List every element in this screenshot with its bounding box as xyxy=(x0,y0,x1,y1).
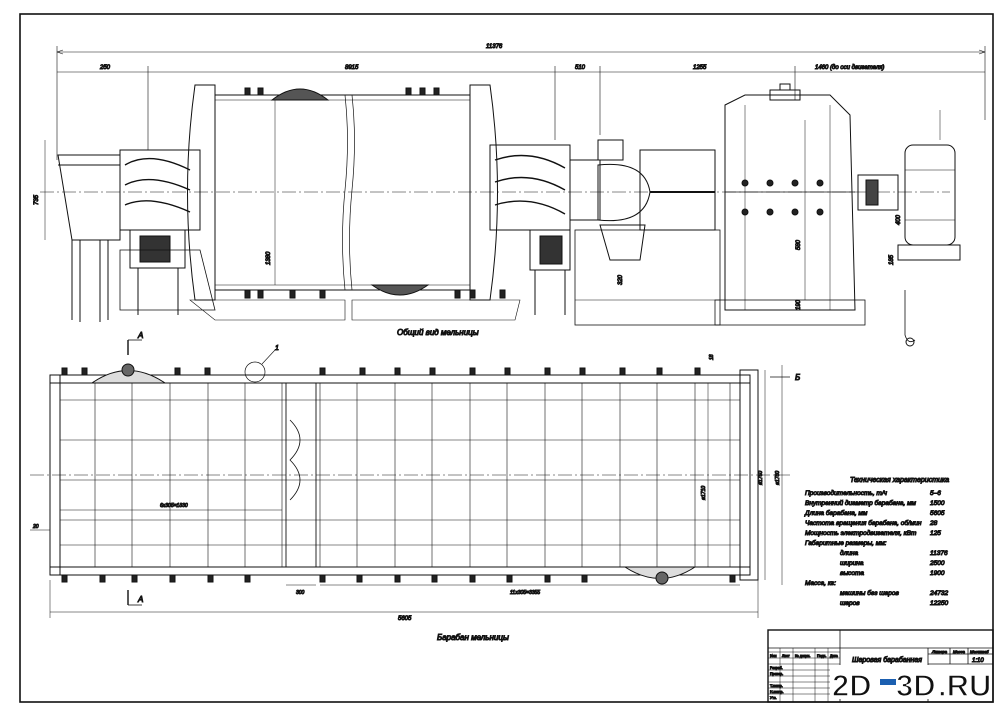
tb-col-doc: № докум. xyxy=(795,654,810,658)
dim-510: 510 xyxy=(575,65,586,71)
spec-value: 5–6 xyxy=(930,490,941,497)
spec-value: 125 xyxy=(930,530,941,537)
spec-value: 28 xyxy=(929,520,938,527)
tb-col-izm: Изм xyxy=(770,654,777,658)
dim-320: 320 xyxy=(618,274,624,285)
spec-label: Частота вращения барабана, об/мин xyxy=(805,519,922,527)
tb-col-list: Лист xyxy=(782,654,790,658)
specs-title: Техническая характеристика xyxy=(850,477,949,484)
tb-col-sign: Подп. xyxy=(817,654,826,658)
spec-value: 5605 xyxy=(930,510,945,517)
tb-col-scale: Масштаб xyxy=(970,649,989,654)
spec-value: 12250 xyxy=(930,600,948,607)
tb-role: Утв. xyxy=(770,696,777,700)
spec-label: Мощность электродвигателя, кВт xyxy=(805,529,917,537)
drum-view: 1 xyxy=(30,339,790,618)
dim-18: 18 xyxy=(709,354,715,360)
tb-role: Н.контр. xyxy=(770,690,783,694)
section-a-bottom: А xyxy=(137,595,143,604)
tb-role: Т.контр. xyxy=(770,684,783,688)
spec-label: длина xyxy=(840,549,858,557)
spec-label: высота xyxy=(840,570,864,577)
spec-label: шаров xyxy=(840,600,860,607)
dim-400: 400 xyxy=(896,214,902,225)
dim-1460: 1460 (до оси двигателя) xyxy=(815,65,884,71)
watermark-2d: 2D xyxy=(832,668,872,703)
dim-1380: 1380 xyxy=(266,251,272,265)
dim-250: 250 xyxy=(99,65,111,71)
dim-ribs-11: 11x305=3355 xyxy=(510,590,540,596)
spec-value: 24732 xyxy=(929,590,948,597)
spec-value: 11376 xyxy=(930,550,948,557)
dim-190: 190 xyxy=(796,299,802,310)
spec-label: машины без шаров xyxy=(840,589,900,597)
watermark-ru: .RU xyxy=(938,668,991,703)
dim-ribs-6: 6x305=1830 xyxy=(160,503,188,509)
dim-1710: ø1710 xyxy=(701,486,707,500)
spec-label: Длина барабана, мм xyxy=(804,509,868,517)
dim-185: 185 xyxy=(889,254,895,265)
dim-8915: 8915 xyxy=(345,65,359,71)
dim-1750: ø1750 xyxy=(758,471,764,485)
tb-role: Провер. xyxy=(770,672,783,676)
dim-580: 580 xyxy=(796,239,802,250)
spec-label: Масса, кг: xyxy=(805,580,836,587)
watermark-logo: 2D 3D .RU xyxy=(830,665,992,704)
spec-value: 1900 xyxy=(930,570,945,577)
top-dimension-lines xyxy=(56,46,986,160)
spec-value: 1500 xyxy=(930,500,945,507)
watermark-3d: 3D xyxy=(896,668,936,703)
spec-label: ширина xyxy=(840,560,864,567)
dim-overall-length: 11376 xyxy=(486,44,503,50)
spec-label: Габаритные размеры, мм: xyxy=(805,539,887,547)
specs-table: Производительность, т/ч 5–6 Внутренний д… xyxy=(804,489,949,608)
spec-label: Производительность, т/ч xyxy=(805,489,888,497)
tb-name-1: Шаровая барабанная xyxy=(852,656,922,664)
dim-20: 20 xyxy=(32,524,39,530)
general-view-caption: Общий вид мельницы xyxy=(397,328,479,337)
spec-label: Внутренний диаметр барабана, мм xyxy=(805,499,917,507)
spec-value: 2500 xyxy=(929,560,945,567)
general-view: 735 1380 xyxy=(34,83,961,347)
drum-view-caption: Барабан мельницы xyxy=(437,633,509,642)
tb-scale: 1:10 xyxy=(972,658,984,664)
dim-1255: 1255 xyxy=(693,65,707,71)
section-a-top: А xyxy=(137,331,143,340)
sheet-frame xyxy=(19,13,994,703)
tb-col-letter: Литера xyxy=(931,649,948,654)
dim-300: 300 xyxy=(296,590,305,596)
tb-col-mass: Масса xyxy=(953,649,966,654)
dim-735: 735 xyxy=(34,194,40,205)
dim-1780: ø1780 xyxy=(775,471,781,485)
section-b: Б xyxy=(795,373,800,382)
dim-5605: 5605 xyxy=(398,616,412,622)
tb-col-date: Дата xyxy=(830,654,838,658)
tb-role: Разраб. xyxy=(770,666,783,670)
callout-1: 1 xyxy=(275,345,279,352)
